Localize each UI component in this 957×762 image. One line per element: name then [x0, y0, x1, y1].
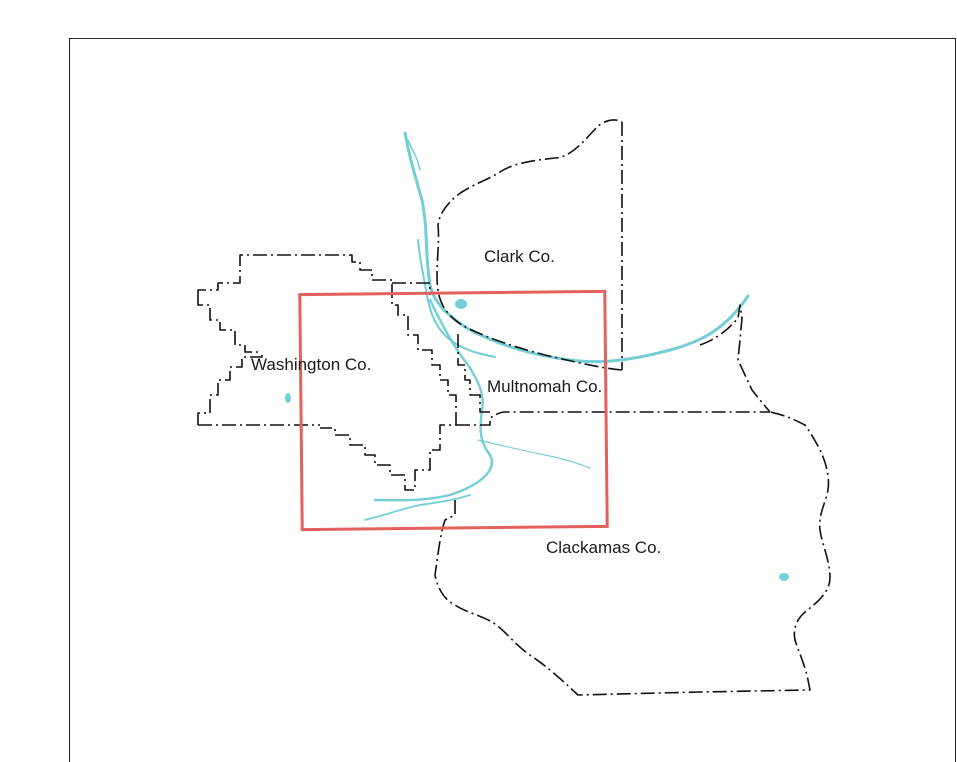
- washington-county-boundary: [197, 254, 457, 491]
- willamette-river: [373, 298, 493, 502]
- clackamas-river: [477, 439, 591, 469]
- tualatin-river: [364, 494, 471, 521]
- columbia-river-channel: [417, 239, 496, 358]
- washington-county-label: Washington Co.: [251, 355, 371, 374]
- clark-county-boundary: [436, 119, 623, 371]
- clark-county-label: Clark Co.: [484, 247, 555, 266]
- multnomah-county-label: Multnomah Co.: [487, 377, 602, 396]
- study-area-rectangle: [298, 289, 609, 532]
- smith-bybee-lake: [455, 299, 467, 309]
- map-frame: [69, 38, 956, 762]
- columbia-river: [403, 131, 750, 364]
- county-labels: Clark Co. Washington Co. Multnomah Co. C…: [251, 247, 661, 557]
- upstream-tributary: [407, 139, 421, 171]
- clackamas-county-boundary: [434, 411, 831, 696]
- water-features: [285, 131, 789, 581]
- county-boundaries: [197, 119, 831, 696]
- washington-multnomah-line: [198, 411, 770, 426]
- clackamas-county-label: Clackamas Co.: [546, 538, 661, 557]
- washington-lake: [285, 393, 291, 403]
- clackamas-lake: [779, 573, 789, 581]
- multnomah-county-boundary: [392, 282, 771, 413]
